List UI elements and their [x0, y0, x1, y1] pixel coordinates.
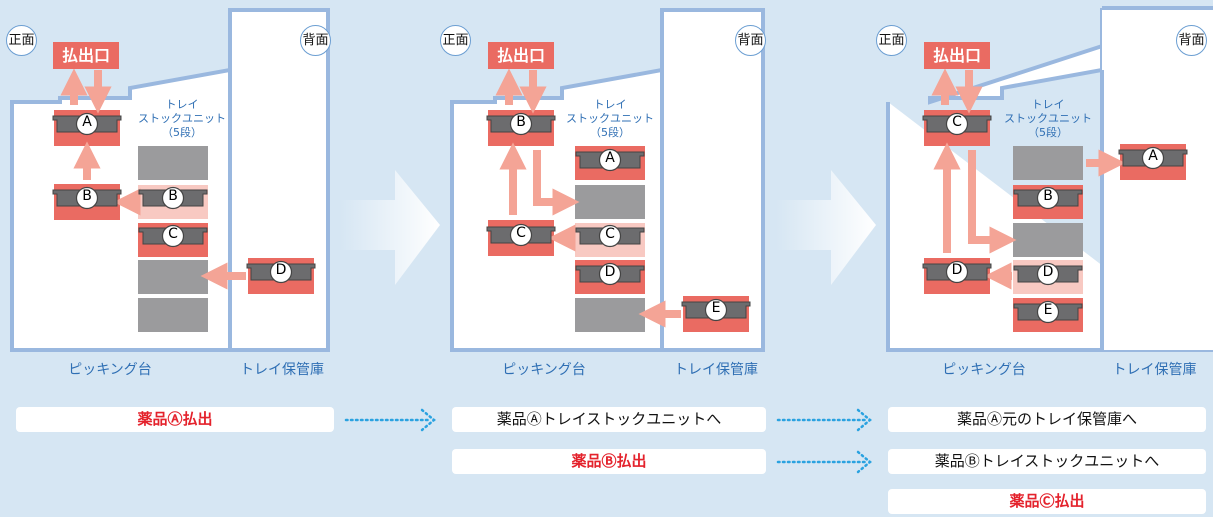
storage-label: トレイ保管庫	[1112, 362, 1197, 378]
step-3-dispense-c: 薬品Ⓒ払出	[888, 489, 1206, 514]
stack-unit-line-2: ストックユニット	[1004, 112, 1092, 125]
tray-letter: D	[1042, 264, 1054, 280]
stack-unit-line-2: ストックユニット	[566, 112, 654, 125]
front-label: 正面	[876, 25, 907, 56]
exit-label: 払出口	[488, 42, 554, 69]
storage-label: トレイ保管庫	[674, 362, 758, 378]
picking-label: ピッキング台	[68, 362, 152, 378]
tray-letter: D	[604, 264, 616, 280]
step-3-stock-b: 薬品Ⓑトレイストックユニットへ	[888, 449, 1206, 474]
step-2-return-a: 薬品Ⓐトレイストックユニットへ	[452, 407, 766, 432]
exit-label: 払出口	[924, 42, 990, 69]
tray-letter: A	[605, 150, 615, 166]
stack-unit-line-1: トレイ	[165, 98, 199, 111]
step-1-dispense: 薬品Ⓐ払出	[16, 407, 334, 432]
picking-label: ピッキング台	[502, 362, 586, 378]
back-label: 背面	[1176, 25, 1207, 56]
back-label: 背面	[735, 25, 766, 56]
tray-letter: C	[516, 225, 526, 241]
tray-letter: D	[951, 262, 963, 278]
panel-2	[450, 8, 765, 352]
tray-letter: C	[605, 226, 615, 242]
big-arrow-2	[776, 170, 876, 285]
picking-label: ピッキング台	[942, 362, 1026, 378]
storage-label: トレイ保管庫	[240, 362, 324, 378]
stack-unit-line-3: （5段）	[590, 126, 630, 139]
stack-unit-line-3: （5段）	[1028, 126, 1068, 139]
tray-letter: E	[1043, 302, 1053, 318]
panel-3	[886, 6, 1213, 352]
tray-letter: A	[82, 114, 92, 130]
front-label: 正面	[440, 25, 471, 56]
tray-letter: B	[516, 114, 526, 130]
stack-unit-line-3: （5段）	[162, 126, 202, 139]
stack-unit-line-1: トレイ	[593, 98, 627, 111]
tray-letter: D	[275, 262, 287, 278]
tray-letter: C	[168, 226, 178, 242]
big-arrow-1	[340, 170, 440, 285]
tray-letter: C	[952, 114, 962, 130]
tray-letter: E	[711, 300, 721, 316]
tray-letter: A	[1148, 148, 1158, 164]
step-3-return-a: 薬品Ⓐ元のトレイ保管庫へ	[888, 407, 1206, 432]
stack-unit-label: トレイ ストックユニット （5段）	[1000, 98, 1096, 140]
panel-1	[10, 8, 330, 352]
step-2-dispense-b: 薬品Ⓑ払出	[452, 449, 766, 474]
stack-unit-line-1: トレイ	[1031, 98, 1065, 111]
back-label: 背面	[300, 25, 331, 56]
tray-letter: B	[168, 188, 178, 204]
tray-letter: B	[1043, 188, 1053, 204]
stack-unit-label: トレイ ストックユニット （5段）	[134, 98, 230, 140]
tray-letter: B	[82, 188, 92, 204]
exit-label: 払出口	[53, 42, 119, 69]
stack-unit-label: トレイ ストックユニット （5段）	[562, 98, 658, 140]
step-connectors	[344, 408, 872, 474]
stack-unit-line-2: ストックユニット	[138, 112, 226, 125]
front-label: 正面	[6, 25, 37, 56]
